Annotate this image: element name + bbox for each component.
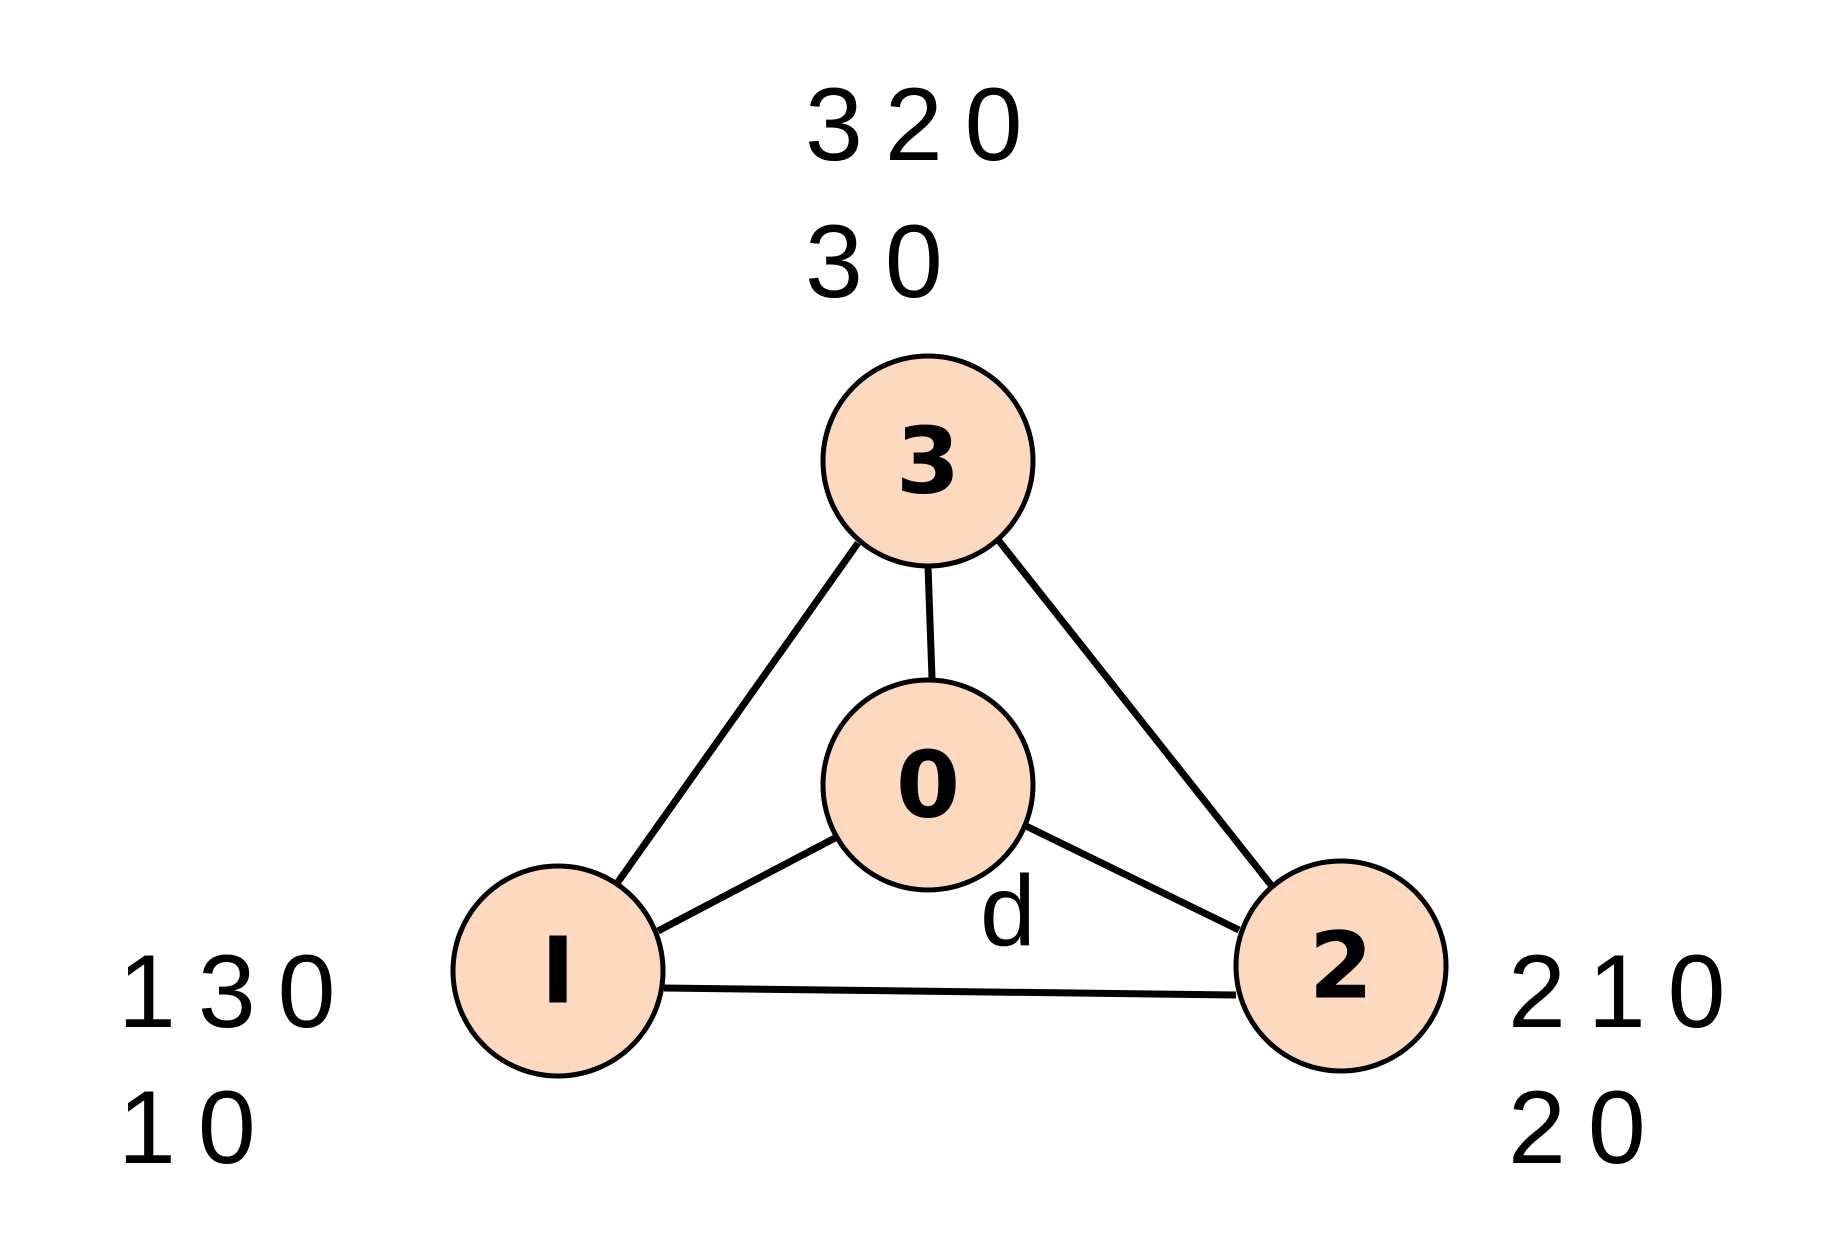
node-1-annotation-line2: 10 [118,1070,278,1186]
edge-3-0 [924,565,936,679]
node-3[interactable]: 3 [820,353,1036,569]
node-2[interactable]: 2 [1233,858,1449,1074]
edge-0-2 [1024,822,1241,934]
node-3-label: 3 [896,408,960,515]
node-1[interactable]: I [450,863,666,1079]
edge-1-2 [663,984,1237,999]
node-2-circle [1233,858,1449,1074]
node-2-annotation-line2: 20 [1508,1070,1668,1186]
node-0-label: 0 [896,732,960,839]
node-3-circle [820,353,1036,569]
edges [615,538,1274,999]
node-3-annotation-line2: 30 [805,204,965,320]
node-1-annotation-line1: 130 [118,934,358,1050]
node-0-circle [820,677,1036,893]
node-2-annotation-line1: 210 [1508,934,1748,1050]
node-2-label: 2 [1309,913,1373,1020]
node-1-circle [450,863,666,1079]
node-3-annotation-line1: 320 [805,67,1045,183]
edge-3-2 [996,538,1274,888]
nodes: 3 0 I 2 [450,353,1449,1079]
annotations: 320 30 130 10 210 20 [118,67,1748,1186]
node-0[interactable]: 0 [820,677,1036,893]
edge-3-1 [615,540,861,885]
node-1-label: I [541,918,575,1025]
edge-label-d: d [980,855,1036,967]
edge-0-1 [656,834,837,935]
